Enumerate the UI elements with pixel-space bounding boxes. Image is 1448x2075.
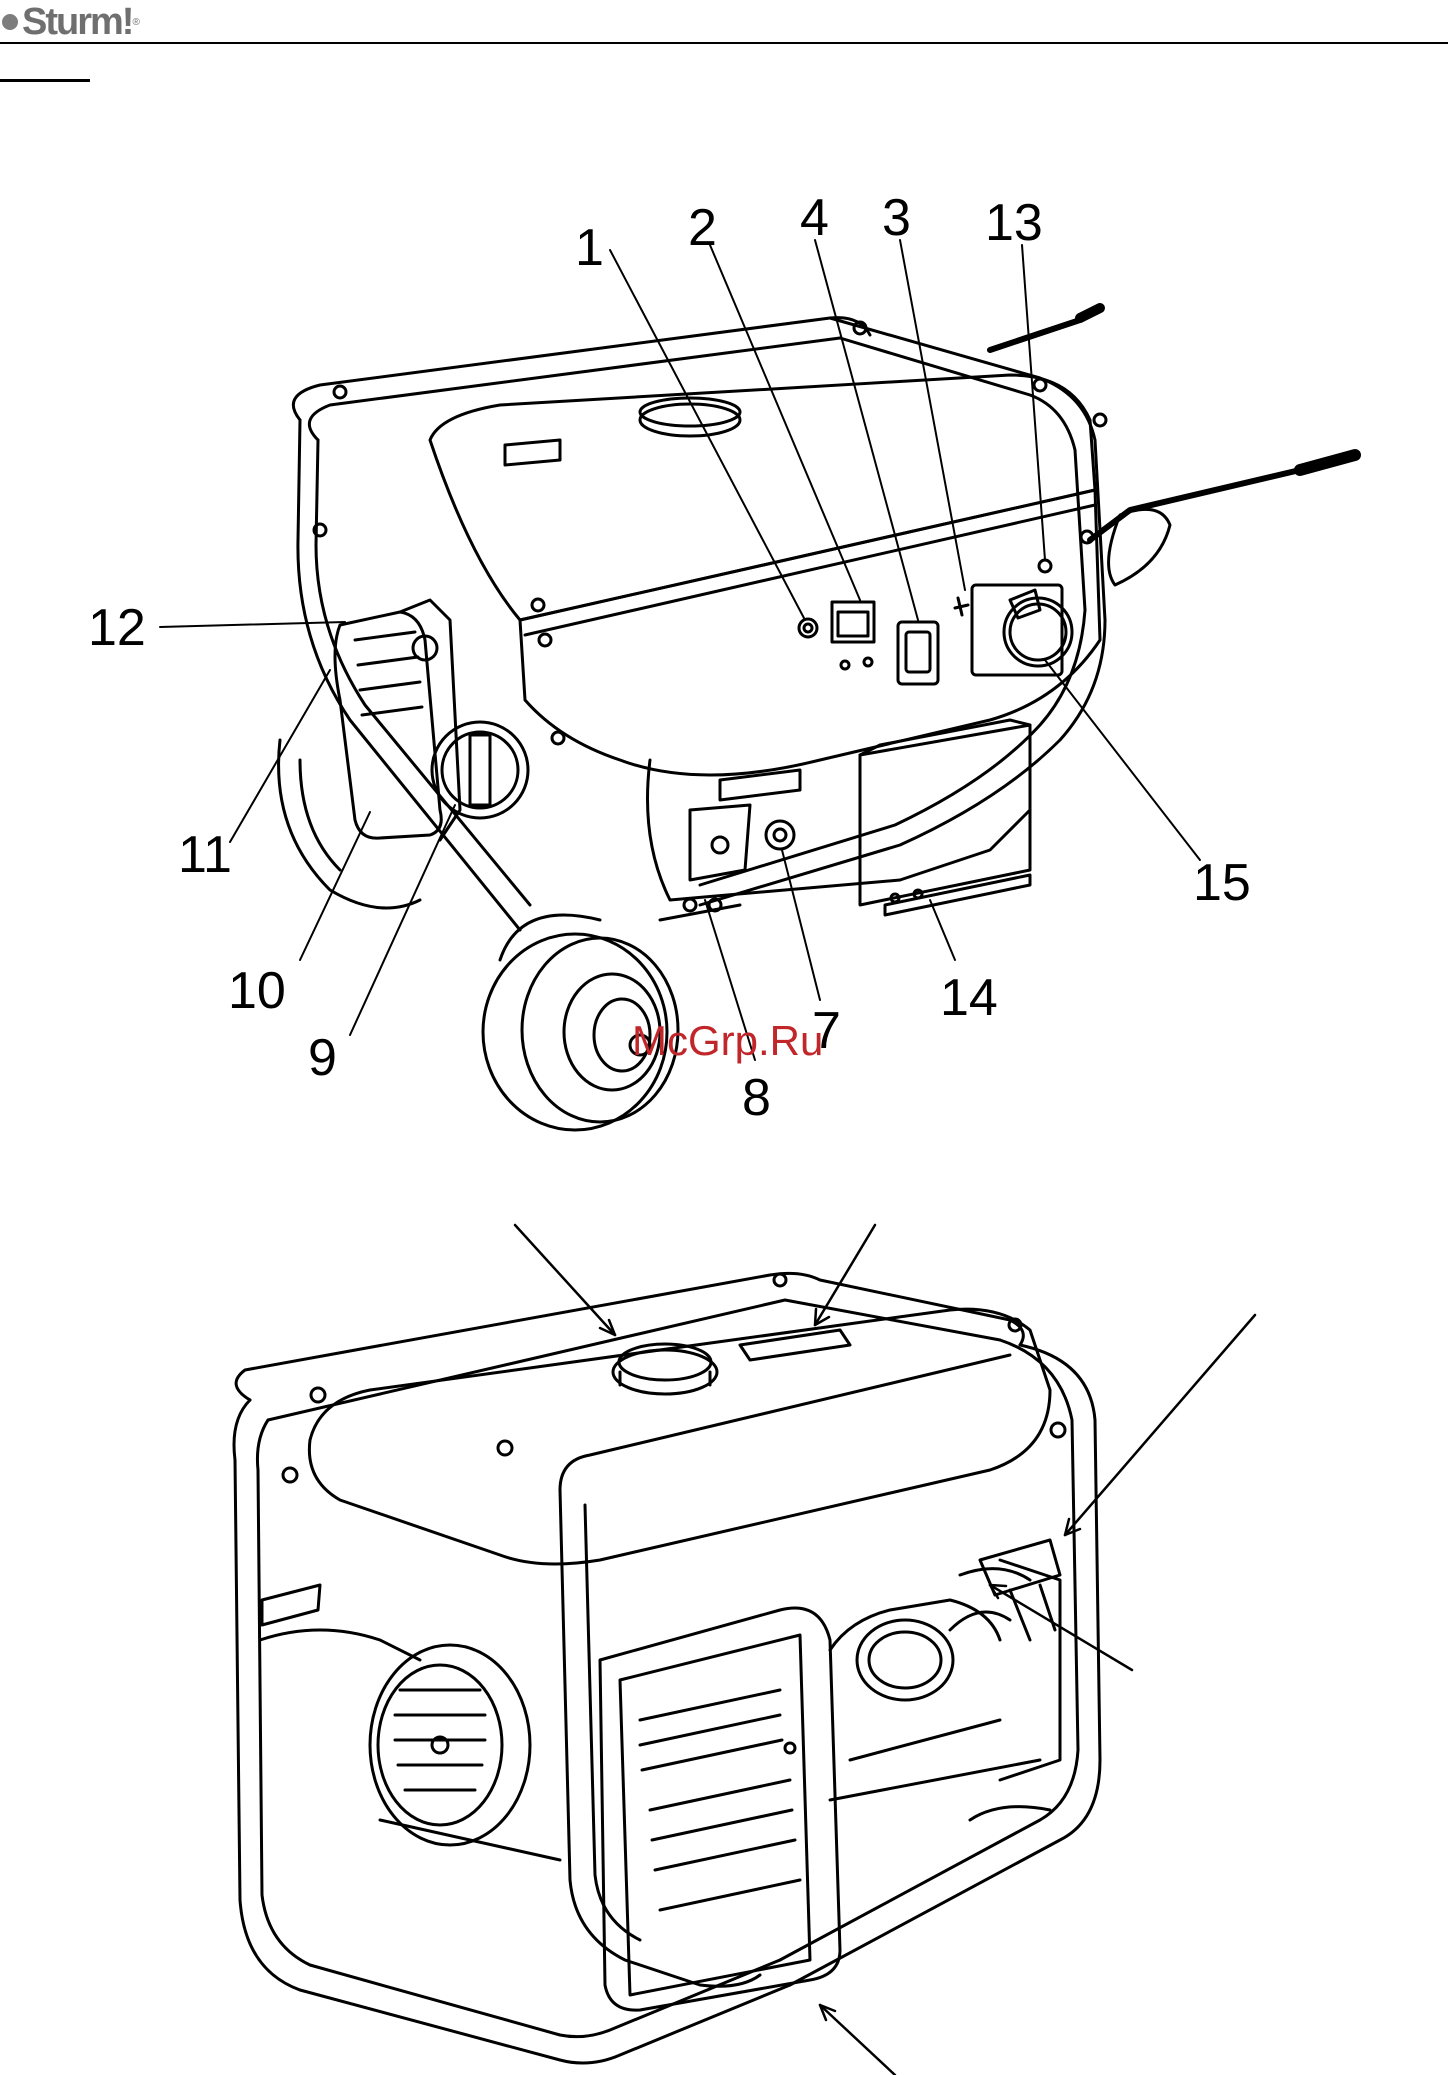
callout-2: 2 <box>688 199 717 257</box>
callout-12: 12 <box>88 599 146 657</box>
callout-13: 13 <box>985 194 1043 252</box>
callout-4: 4 <box>800 189 829 247</box>
watermark-text: McGrp.Ru <box>632 1017 823 1064</box>
callout-9: 9 <box>308 1029 337 1087</box>
figure-2-generator-rear <box>234 1225 1255 2075</box>
callout-8: 8 <box>742 1069 771 1127</box>
callout-3: 3 <box>882 189 911 247</box>
callout-14: 14 <box>940 969 998 1027</box>
callout-11: 11 <box>178 826 232 884</box>
callout-1: 1 <box>575 219 604 277</box>
callout-15: 15 <box>1193 854 1251 912</box>
figure-1-generator-front <box>160 240 1355 1130</box>
callout-10: 10 <box>228 962 286 1020</box>
